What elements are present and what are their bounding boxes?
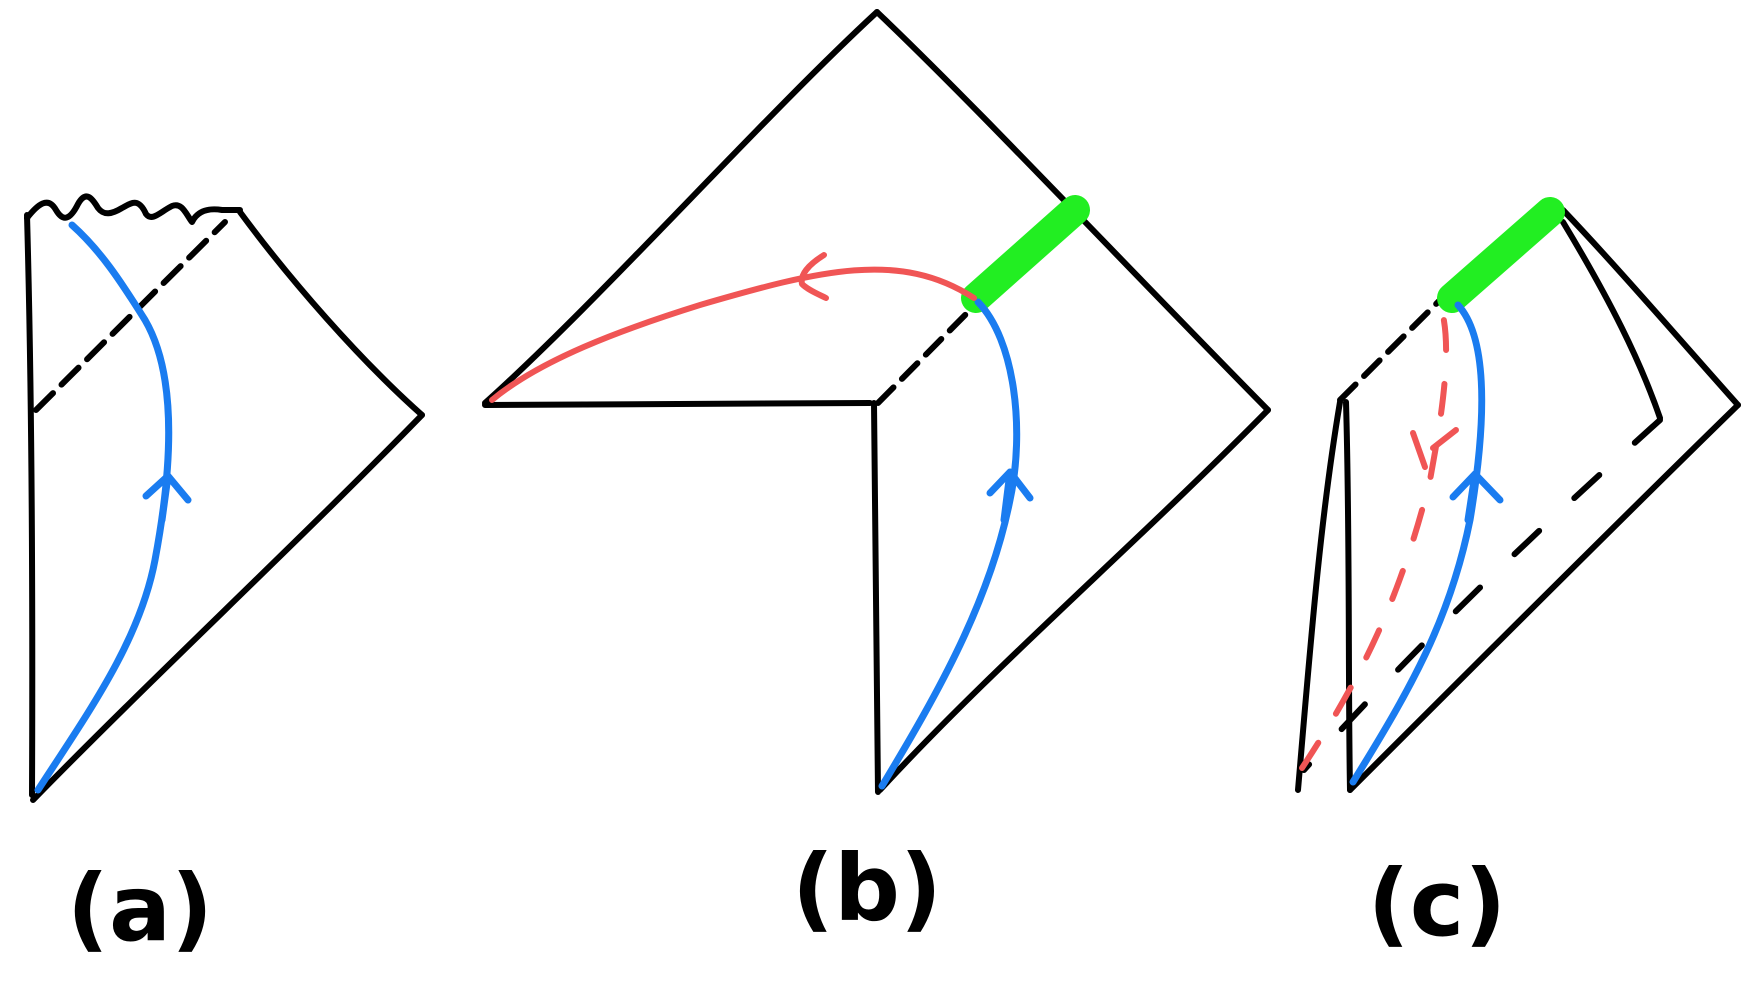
panel-c-outer-left-edge [1295,399,1343,793]
panel-c-back-lower-edge-dashed [1301,417,1663,773]
panel-a-horizon-dashed [33,219,228,413]
panel-c-top-right-edge [1560,207,1741,408]
panel-c-signal-dashed [1299,301,1450,771]
panel-a-right-lower-edge [30,412,425,803]
panel-b [482,9,1271,795]
panel-c-highlight-segment [1437,197,1565,313]
panel-c-back-right-edge [1560,219,1663,421]
panel-b-inner-horizontal-edge [482,400,873,408]
panel-c [1295,197,1741,793]
panel-c-worldline [1349,301,1486,786]
panel-b-right-lower-edge [877,407,1271,793]
panel-a-right-upper-edge [237,209,425,418]
panel-a-top-singularity [24,193,243,225]
panel-c-right-lower-edge [1347,402,1741,793]
panel-c-worldline-arrow [1449,470,1504,524]
panel-a-caption: (a) [67,855,213,962]
panel-b-inner-vertical-edge [871,400,881,795]
panel-c-caption: (c) [1368,850,1507,957]
panel-b-caption: (b) [792,835,942,942]
panel-b-signal [489,266,977,403]
panel-a-worldline [34,221,173,794]
panel-a-left-edge [24,212,36,798]
panel-a [24,193,425,803]
panel-b-top-left-edge [482,9,880,406]
panel-b-top-right-edge [874,9,1271,413]
panel-b-highlight-segment [961,195,1090,313]
panel-c-signal-arrow [1410,427,1459,470]
panel-b-horizon-dashed [875,299,981,406]
panel-b-signal-arrow [798,252,829,301]
panel-b-worldline-arrow [986,468,1034,524]
panel-c-inner-left-edge [1343,399,1353,793]
panel-a-worldline-arrow [142,472,192,524]
panel-c-horizon-dashed [1337,297,1443,403]
